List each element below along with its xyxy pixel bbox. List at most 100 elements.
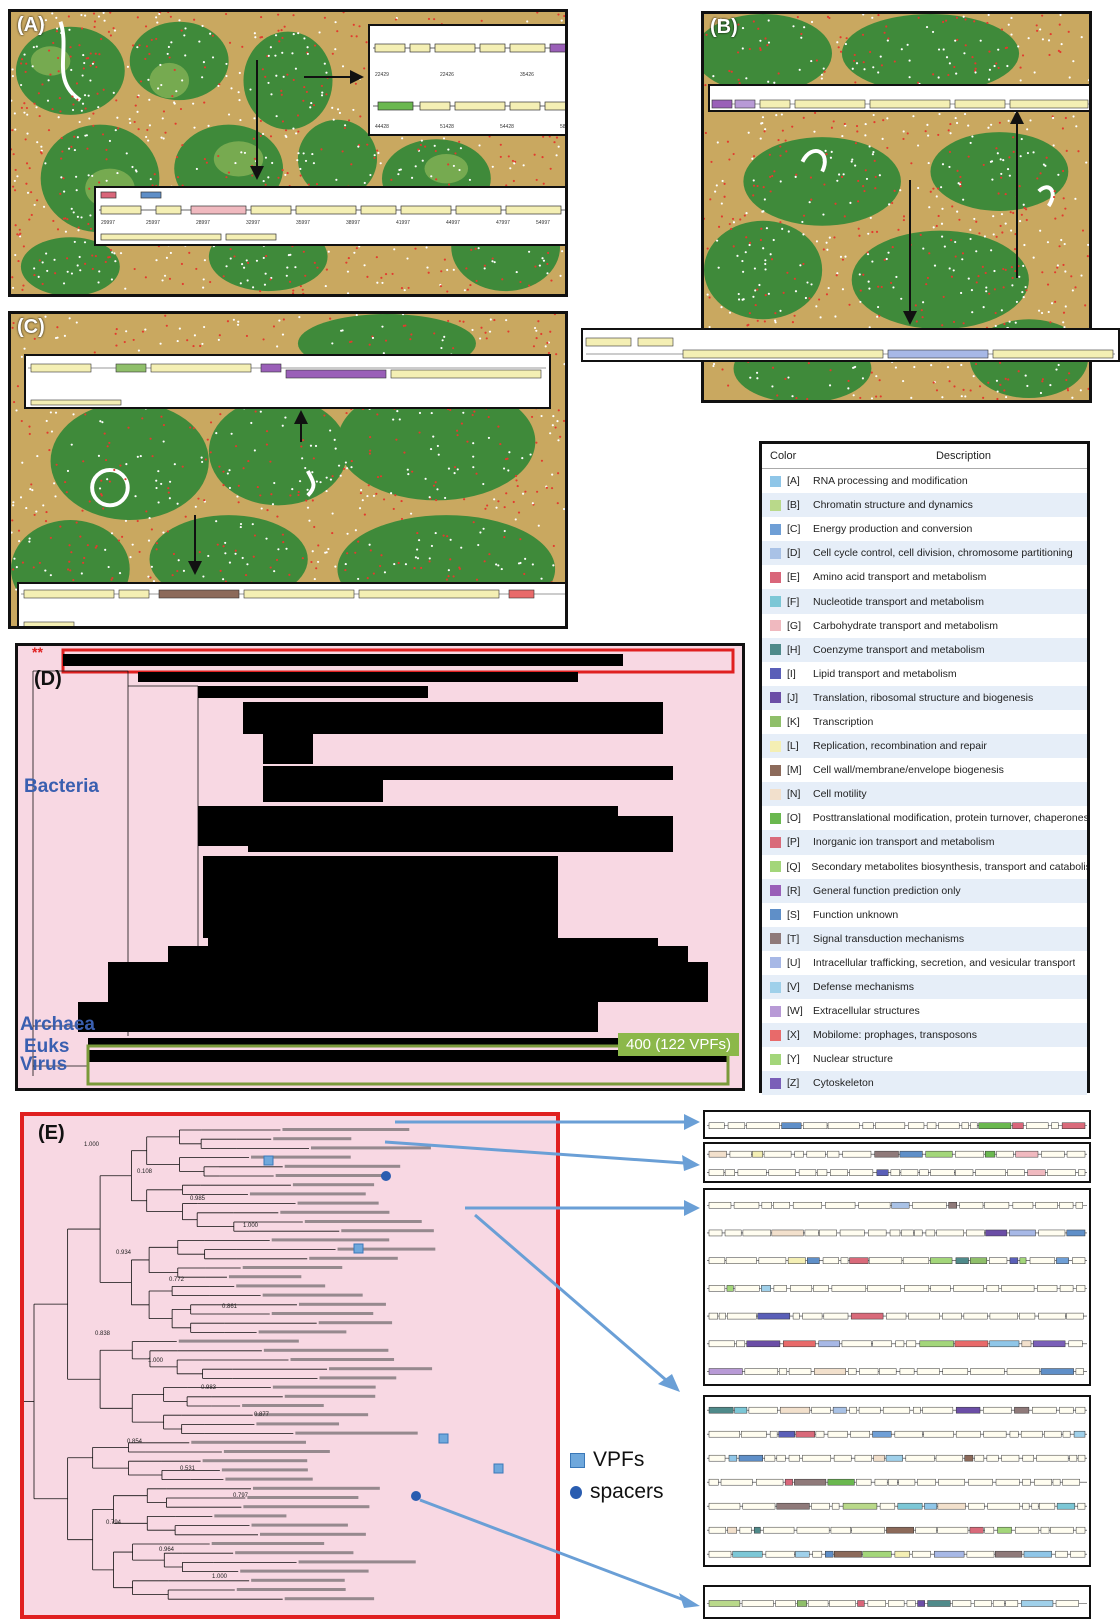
legend-description: Mobilome: prophages, transposons (813, 1029, 978, 1042)
terrain-dot (1026, 151, 1030, 155)
terrain-dot (157, 501, 160, 504)
terrain-dot (317, 544, 320, 547)
terrain-dot (546, 251, 550, 255)
terrain-dot (452, 164, 455, 168)
gene (776, 1502, 810, 1510)
support-value: 0.877 (254, 1412, 270, 1418)
gene (1041, 1150, 1065, 1158)
terrain-dot (16, 385, 20, 388)
legend-row: [I]Lipid transport and metabolism (762, 662, 1087, 686)
terrain-dot (167, 12, 170, 14)
terrain-dot (228, 561, 232, 564)
gene (737, 1169, 767, 1176)
tip-label (341, 1229, 434, 1233)
gene (954, 1340, 989, 1348)
terrain-dot (844, 255, 847, 258)
terrain-dot (96, 92, 99, 95)
terrain-dot (893, 189, 896, 192)
gene (876, 1169, 889, 1176)
terrain-dot (732, 152, 735, 156)
terrain-dot (28, 537, 31, 540)
terrain-dot (1040, 311, 1044, 315)
terrain-dot (411, 470, 414, 473)
terrain-dot (284, 129, 288, 132)
terrain-dot (207, 554, 210, 558)
gene (769, 1430, 778, 1438)
terrain-dot (493, 498, 496, 501)
terrain-dot (366, 143, 369, 146)
gene (849, 1406, 858, 1414)
terrain-dot (528, 250, 531, 253)
terrain-dot (1068, 76, 1071, 79)
terrain-dot (372, 494, 376, 497)
terrain-dot (281, 169, 284, 172)
terrain-dot (147, 139, 150, 142)
gene (895, 1340, 905, 1348)
terrain-dot (972, 375, 975, 378)
terrain-dot (948, 150, 952, 154)
terrain-dot (879, 55, 882, 58)
legend-swatch (770, 644, 781, 656)
gene (937, 1502, 966, 1510)
terrain-dot (1077, 150, 1080, 153)
gene (974, 1600, 992, 1607)
terrain-dot (224, 552, 227, 555)
terrain-dot (97, 106, 100, 109)
terrain-dot (256, 485, 259, 489)
terrain-dot (1070, 275, 1073, 278)
terrain-dot (981, 265, 984, 268)
terrain-dot (979, 39, 982, 42)
terrain-dot (546, 262, 549, 266)
support-value: 0.108 (137, 1169, 153, 1175)
terrain-dot (748, 312, 751, 315)
terrain-dot (14, 128, 17, 131)
terrain-dot (45, 419, 48, 423)
terrain-dot (562, 507, 565, 511)
terrain-dot (116, 171, 119, 175)
terrain-dot (973, 20, 976, 23)
tip-label (309, 1256, 398, 1260)
terrain-dot (779, 180, 782, 183)
terrain-dot (161, 117, 164, 120)
terrain-dot (1018, 275, 1021, 278)
terrain-dot (829, 156, 833, 159)
terrain-dot (171, 95, 174, 98)
terrain-dot (757, 27, 760, 30)
terrain-dot (225, 176, 228, 179)
terrain-dot (553, 314, 556, 316)
terrain-dot (771, 174, 774, 178)
terrain-dot (306, 506, 310, 509)
terrain-dot (173, 68, 176, 72)
tip-label (271, 1312, 374, 1315)
terrain-dot (453, 472, 456, 475)
terrain-dot (1012, 150, 1015, 153)
terrain-dot (1054, 300, 1057, 303)
terrain-dot (447, 319, 450, 323)
terrain-dot (404, 324, 407, 327)
terrain-dot (331, 106, 334, 109)
terrain-dot (229, 248, 232, 251)
terrain-dot (264, 183, 267, 186)
terrain-dot (89, 64, 92, 67)
terrain-dot (94, 52, 97, 55)
terrain-dot (982, 396, 985, 399)
terrain-dot (242, 467, 245, 470)
legend-row: [U]Intracellular trafficking, secretion,… (762, 951, 1087, 975)
gene (746, 1340, 781, 1348)
terrain-dot (81, 74, 84, 77)
terrain-dot (89, 214, 92, 217)
terrain-dot (560, 19, 563, 22)
terrain-dot (770, 258, 774, 261)
terrain-dot (470, 248, 473, 251)
terrain-dot (727, 384, 730, 387)
terrain-dot (124, 519, 128, 522)
terrain-dot (863, 68, 866, 71)
gene (886, 1526, 914, 1534)
terrain-dot (948, 62, 951, 65)
tip-label (263, 1348, 389, 1352)
terrain-dot (726, 140, 730, 143)
tip-label (254, 1413, 369, 1417)
terrain-dot (1007, 23, 1010, 26)
support-value: 1.000 (148, 1358, 164, 1364)
